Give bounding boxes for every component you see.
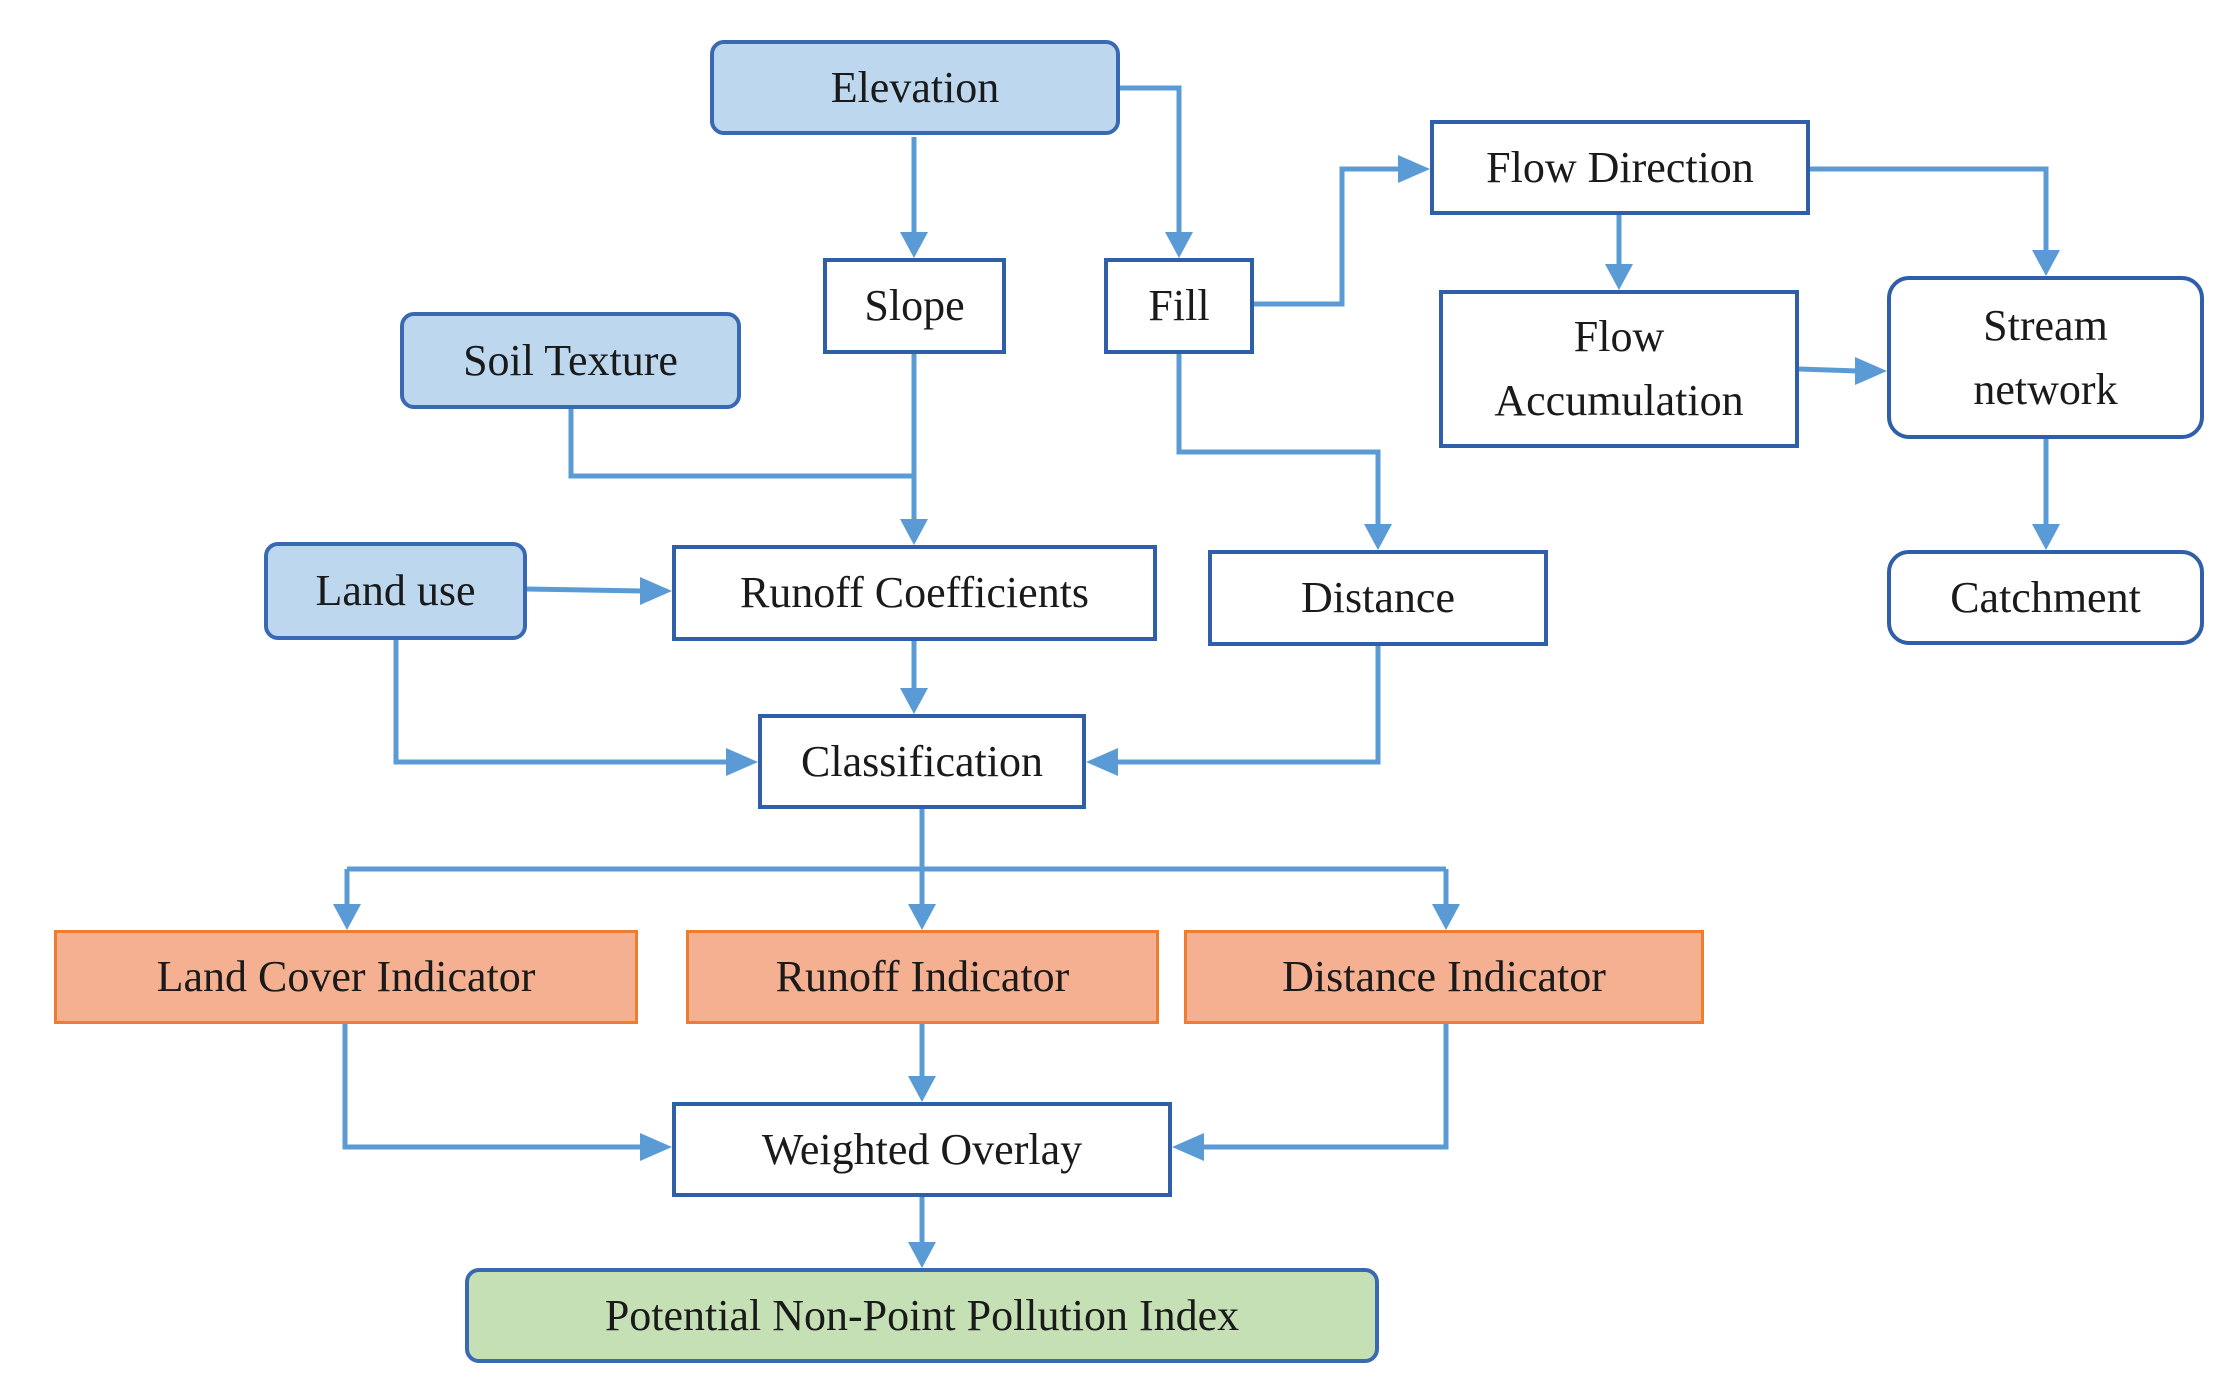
arrowhead-classification-top [900, 688, 928, 714]
arrowhead-distance [1364, 524, 1392, 550]
arrowhead-overlay-top [908, 1076, 936, 1102]
runoff-coefficients-label: Runoff Coefficients [739, 568, 1090, 618]
soil-texture-label: Soil Texture [463, 335, 678, 385]
connector-soil-runoff [568, 409, 914, 479]
distance-indicator-node: Distance Indicator [1184, 930, 1704, 1024]
flow-direction-node: Flow Direction [1430, 120, 1810, 215]
connector-fill-distance [1176, 354, 1381, 530]
land-use-label: Land use [315, 566, 476, 616]
soil-texture-node: Soil Texture [400, 312, 741, 409]
arrowhead-overlay-right [1172, 1133, 1204, 1161]
flow-direction-label: Flow Direction [1486, 142, 1754, 192]
arrowhead-fill [1165, 232, 1193, 258]
connector-elevation-fill [1120, 85, 1182, 236]
arrowhead-index [908, 1242, 936, 1268]
connector-flow-direction-stream [1810, 166, 2049, 254]
connector-landuse-runoff [526, 586, 646, 594]
land-cover-indicator-label: Land Cover Indicator [156, 952, 536, 1002]
catchment-node: Catchment [1887, 550, 2204, 645]
runoff-coefficients-node: Runoff Coefficients [672, 545, 1157, 641]
runoff-indicator-node: Runoff Indicator [686, 930, 1159, 1024]
arrowhead-stream-top [2032, 250, 2060, 276]
elevation-node: Elevation [710, 40, 1120, 135]
elevation-label: Elevation [830, 62, 1000, 112]
connector-fill-flow-direction [1254, 166, 1398, 307]
land-use-node: Land use [264, 542, 527, 640]
runoff-indicator-label: Runoff Indicator [775, 952, 1070, 1002]
connector-landuse-classification [393, 640, 736, 765]
slope-label: Slope [864, 281, 965, 331]
connector-landcover-overlay [342, 1024, 652, 1150]
weighted-overlay-label: Weighted Overlay [761, 1124, 1083, 1174]
fill-node: Fill [1104, 258, 1254, 354]
catchment-label: Catchment [1950, 572, 2141, 622]
arrowhead-classification-right [1086, 748, 1118, 776]
arrowhead-catchment [2032, 524, 2060, 550]
flow-accumulation-label-line1: Flow [1573, 312, 1665, 362]
arrowhead-runoff-top [900, 519, 928, 545]
potential-index-node: Potential Non-Point Pollution Index [465, 1268, 1379, 1363]
distance-label: Distance [1301, 573, 1455, 623]
stream-network-label-line2: network [1973, 364, 2118, 414]
potential-index-label: Potential Non-Point Pollution Index [604, 1290, 1240, 1340]
classification-label: Classification [801, 736, 1043, 786]
arrowhead-distanceind [1432, 904, 1460, 930]
arrowhead-landcover [333, 904, 361, 930]
fill-label: Fill [1148, 281, 1210, 331]
flow-accumulation-node: Flow Accumulation [1439, 290, 1799, 448]
stream-network-node: Stream network [1887, 276, 2204, 439]
slope-node: Slope [823, 258, 1006, 354]
land-cover-indicator-node: Land Cover Indicator [54, 930, 638, 1024]
arrowhead-stream-left [1855, 357, 1887, 385]
connector-accumulation-stream [1798, 366, 1859, 374]
weighted-overlay-node: Weighted Overlay [672, 1102, 1172, 1197]
arrowhead-classification-left [726, 748, 758, 776]
classification-node: Classification [758, 714, 1086, 809]
stream-network-label-line1: Stream [1983, 300, 2108, 350]
arrowhead-runoff-left [640, 577, 672, 605]
connector-distanceind-overlay [1193, 1024, 1449, 1150]
arrowhead-flow-direction [1398, 155, 1430, 183]
distance-indicator-label: Distance Indicator [1282, 952, 1606, 1002]
arrowhead-runoffind [908, 904, 936, 930]
distance-node: Distance [1208, 550, 1548, 646]
arrowhead-slope [900, 232, 928, 258]
connector-distance-classification [1108, 646, 1381, 765]
arrowhead-flow-accumulation [1605, 264, 1633, 290]
arrowhead-overlay-left [640, 1133, 672, 1161]
flow-accumulation-label-line2: Accumulation [1494, 376, 1744, 425]
